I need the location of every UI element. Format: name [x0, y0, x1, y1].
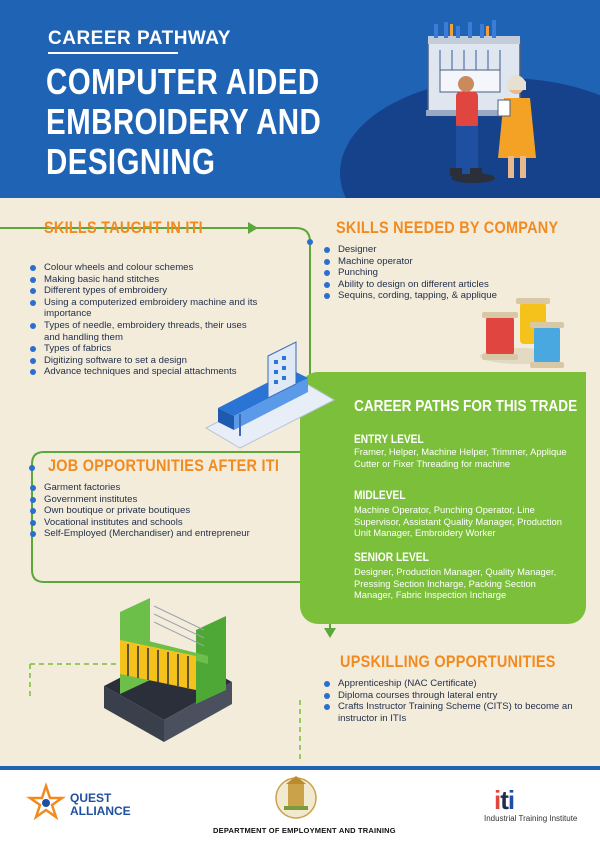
list-item: Types of needle, embroidery threads, the… — [30, 320, 258, 343]
thread-spools-illustration — [480, 298, 564, 368]
career-paths-card — [300, 372, 586, 624]
list-item: Ability to design on different articles — [324, 279, 564, 291]
list-item: Machine operator — [324, 256, 564, 268]
list-item: Self-Employed (Merchandiser) and entrepr… — [30, 528, 290, 540]
footer-divider — [0, 766, 600, 770]
list-item: Advance techniques and special attachmen… — [30, 366, 258, 378]
list-item: Punching — [324, 267, 564, 279]
loom-illustration — [104, 598, 232, 742]
list-item: Colour wheels and colour schemes — [30, 262, 258, 274]
arrow-down-icon — [324, 628, 336, 638]
entry-level-title: ENTRY LEVEL — [354, 432, 424, 446]
designer-illustration — [426, 20, 536, 183]
list-item: Digitizing software to set a design — [30, 355, 258, 367]
list-item: Government institutes — [30, 494, 290, 506]
arrow-right-icon — [248, 222, 258, 234]
list-item: Designer — [324, 244, 564, 256]
quest-line1: QUEST — [70, 791, 112, 805]
list-item: Crafts Instructor Training Scheme (CITS)… — [324, 701, 574, 724]
page-title: COMPUTER AIDED EMBROIDERY AND DESIGNING — [46, 61, 322, 182]
list-item: Making basic hand stitches — [30, 274, 258, 286]
entry-level-text: Framer, Helper, Machine Helper, Trimmer,… — [354, 446, 567, 469]
list-item: Vocational institutes and schools — [30, 517, 290, 529]
job-opportunities-list: Garment factories Government institutes … — [30, 482, 290, 540]
skills-iti-title: SKILLS TAUGHT IN ITI — [44, 218, 203, 237]
list-item: Garment factories — [30, 482, 290, 494]
midlevel-title: MIDLEVEL — [354, 488, 406, 502]
department-label: DEPARTMENT OF EMPLOYMENT AND TRAINING — [213, 826, 396, 835]
iti-logo: iti — [494, 785, 515, 815]
senior-level-text: Designer, Production Manager, Quality Ma… — [354, 566, 557, 601]
kicker-underline — [48, 52, 178, 54]
embroidery-machine-illustration — [204, 341, 336, 449]
upskilling-title: UPSKILLING OPPORTUNITIES — [340, 652, 556, 671]
kicker: CAREER PATHWAY — [48, 28, 231, 49]
list-item: Own boutique or private boutiques — [30, 505, 290, 517]
midlevel-text: Machine Operator, Punching Operator, Lin… — [354, 504, 562, 539]
skills-company-title: SKILLS NEEDED BY COMPANY — [336, 218, 559, 237]
career-paths-title: CAREER PATHS FOR THIS TRADE — [354, 398, 578, 415]
skills-company-list: Designer Machine operator Punching Abili… — [324, 244, 564, 302]
list-item: Different types of embroidery — [30, 285, 258, 297]
quest-alliance-text: QUEST ALLIANCE — [70, 792, 131, 818]
senior-level-title: SENIOR LEVEL — [354, 550, 429, 564]
skills-iti-list: Colour wheels and colour schemes Making … — [30, 262, 258, 378]
list-item: Using a computerized embroidery machine … — [30, 297, 258, 320]
job-opportunities-title: JOB OPPORTUNITIES AFTER ITI — [48, 456, 280, 475]
quest-line2: ALLIANCE — [70, 804, 131, 818]
list-item: Apprenticeship (NAC Certificate) — [324, 678, 574, 690]
iti-name: Industrial Training Institute — [484, 814, 578, 823]
upskilling-list: Apprenticeship (NAC Certificate) Diploma… — [324, 678, 574, 724]
list-item: Diploma courses through lateral entry — [324, 690, 574, 702]
list-item: Sequins, cording, tapping, & applique — [324, 290, 564, 302]
list-item: Types of fabrics — [30, 343, 258, 355]
